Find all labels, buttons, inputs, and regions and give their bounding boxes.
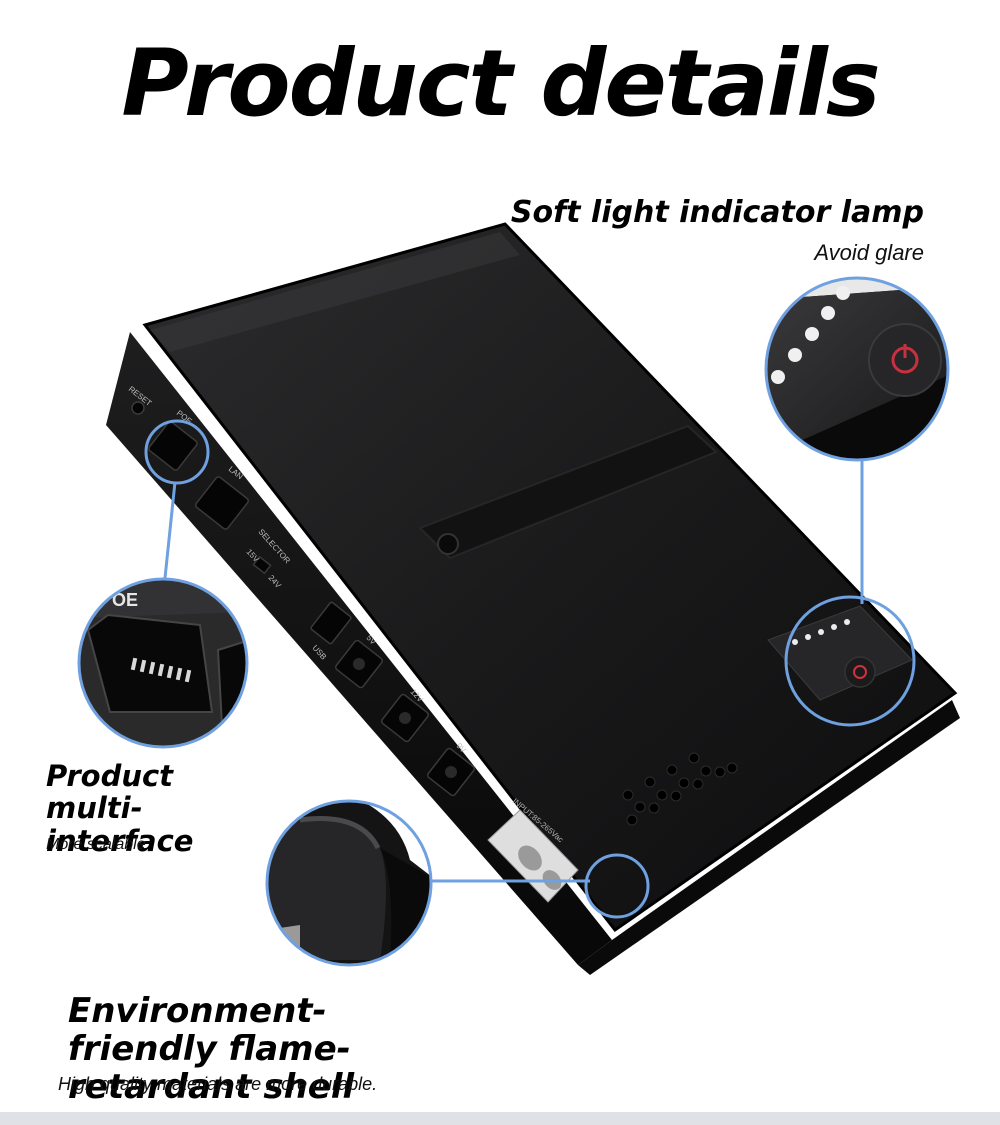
usb-port [310,601,352,645]
device-front-edge [578,700,960,975]
port-highlight-ring [144,419,210,485]
shell-highlight-ring [584,853,650,919]
lan-port [195,476,249,530]
poe-zoom-label: OE [112,590,138,610]
side-port-dc-centers [353,658,457,778]
selector-switch [252,555,272,575]
strap-button [437,533,459,555]
vent-holes [622,752,738,826]
shell-zoom-bubble [265,799,433,967]
indicator-feature-title: Soft light indicator lamp [510,195,924,230]
footer-bar [0,1112,1000,1125]
interface-zoom-bubble: OE L [77,577,249,749]
indicator-leds [792,619,850,645]
indicator-panel [767,605,913,701]
callout-lines [163,460,864,883]
shell-feature-title: Environment-friendly flame-retardant she… [68,991,355,1108]
indicator-feature-subtitle: Avoid glare [814,240,924,265]
interface-feature-subtitle: More scalable [46,836,146,853]
indicator-highlight-ring [784,595,916,727]
page-title: Product details [121,30,880,137]
indicator-zoom-bubble [764,276,950,462]
poe-port [148,421,198,471]
interface-callout-line [163,481,177,579]
device-top-surface [142,222,958,933]
reset-hole [131,401,145,415]
power-button [844,656,876,688]
shell-feature-subtitle: High quality materials are more durable. [58,1074,378,1094]
device-body: RESET POE LAN SELECTOR 15V 24V USB 5V 12… [106,222,960,975]
interface-feature-title: Product multi-interface [46,759,194,858]
